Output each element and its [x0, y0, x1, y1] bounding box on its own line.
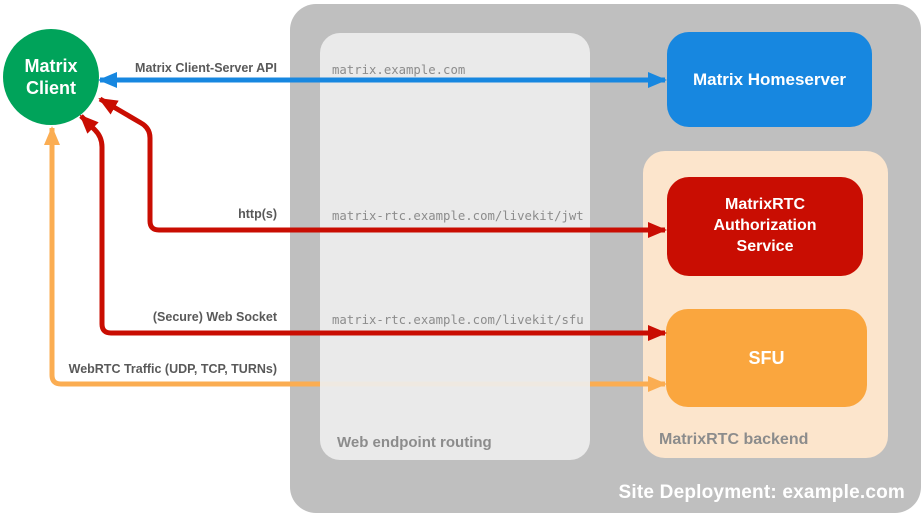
web-endpoint-routing-label: Web endpoint routing [337, 434, 492, 451]
endpoint-url-livekit-jwt: matrix-rtc.example.com/livekit/jwt [332, 209, 584, 223]
endpoint-url-livekit-sfu: matrix-rtc.example.com/livekit/sfu [332, 313, 584, 327]
sfu-label: SFU [748, 347, 785, 368]
connection-label-client-server-api: Matrix Client-Server API [135, 61, 277, 75]
matrix-homeserver-node: Matrix Homeserver [667, 32, 872, 127]
endpoint-url-homeserver: matrix.example.com [332, 63, 466, 77]
connection-label-webrtc-traffic: WebRTC Traffic (UDP, TCP, TURNs) [68, 362, 277, 376]
connection-label-web-socket: (Secure) Web Socket [152, 310, 277, 324]
matrixrtc-authorization-service-label: MatrixRTC Authorization Service [713, 196, 817, 255]
sfu-node: SFU [666, 309, 867, 407]
matrixrtc-backend-label: MatrixRTC backend [659, 431, 809, 448]
matrix-client-node: Matrix Client [3, 29, 99, 125]
matrix-client-label: Matrix Client [24, 55, 78, 99]
matrix-homeserver-label: Matrix Homeserver [692, 69, 847, 89]
site-deployment-title: Site Deployment: example.com [618, 482, 905, 503]
connection-label-https: http(s) [238, 207, 277, 221]
web-endpoint-routing-box: matrix.example.com matrix-rtc.example.co… [320, 33, 590, 460]
matrixrtc-authorization-service-node: MatrixRTC Authorization Service [667, 177, 863, 276]
